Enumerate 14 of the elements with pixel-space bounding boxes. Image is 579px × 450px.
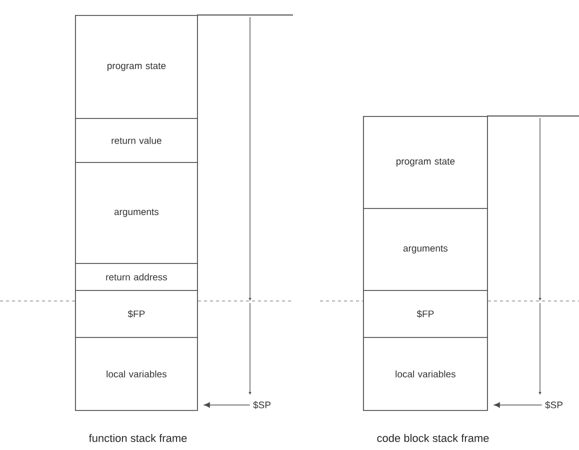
stack-box: $FP (75, 290, 198, 338)
stack-box: $FP (363, 290, 488, 338)
stack-box: return address (75, 263, 198, 291)
arrow (204, 402, 250, 408)
stack-box: return value (75, 118, 198, 163)
arrow (494, 402, 542, 408)
frame-caption: function stack frame (88, 434, 187, 442)
stack-box: arguments (363, 208, 488, 291)
stack-box: local variables (363, 337, 488, 411)
frame-caption: code block stack frame (377, 434, 489, 442)
register-label: $SP (253, 401, 270, 409)
stack-box: program state (363, 116, 488, 209)
stack-box: local variables (75, 337, 198, 411)
register-label: $SP (545, 401, 562, 409)
